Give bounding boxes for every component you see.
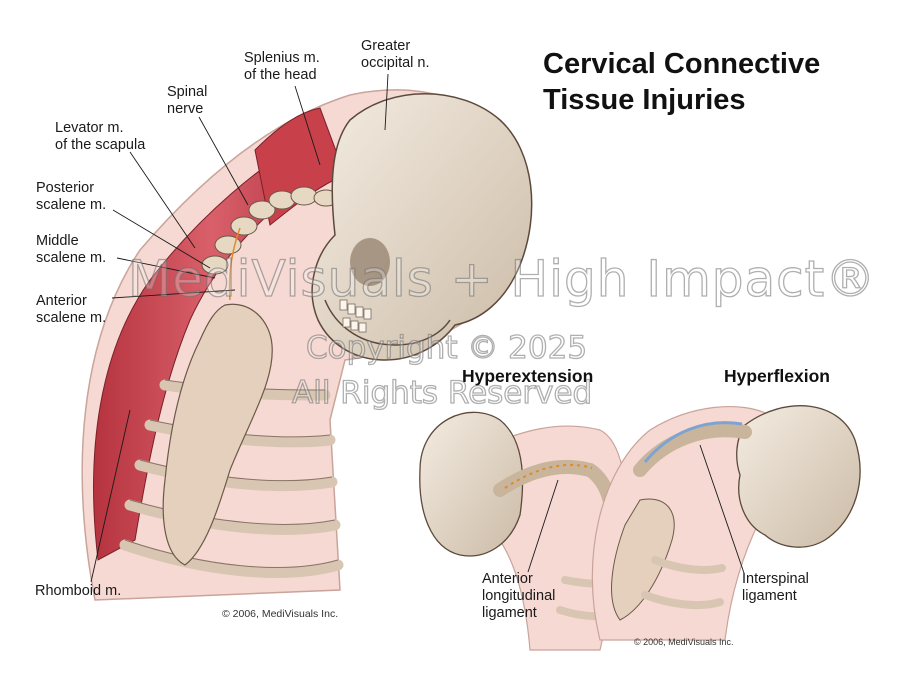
- title-line-1: Cervical Connective: [543, 48, 821, 80]
- hyperflex-scapula: [611, 498, 675, 621]
- hyperflex-skull: [736, 405, 861, 548]
- hyperext-spine-nerves: [504, 464, 593, 489]
- subhead-hyperflexion: Hyperflexion: [724, 366, 830, 386]
- diagram-title: Cervical Connective Tissue Injuries: [543, 46, 820, 118]
- skull: [311, 93, 533, 361]
- label-splenius: Splenius m. of the head: [244, 50, 320, 83]
- watermark-line-3: All Rights Reserved: [291, 374, 593, 411]
- label-anterior-scalene: Anterior scalene m.: [36, 293, 107, 326]
- watermark-line-1: MediVisuals + High Impact®: [127, 249, 877, 308]
- hyperflexion-figure: [591, 405, 861, 641]
- copyright-inset: © 2006, MediVisuals Inc.: [634, 637, 734, 647]
- jaw: [324, 299, 451, 346]
- hyperflex-spine: [633, 423, 752, 477]
- label-rhomboid: Rhomboid m.: [35, 583, 122, 599]
- label-interspinal-ligament: Interspinal ligament: [742, 571, 809, 604]
- copyright-main: © 2006, MediVisuals Inc.: [222, 608, 339, 620]
- main-figure: [81, 89, 533, 601]
- label-anterior-longitudinal-ligament: Anterior longitudinal ligament: [482, 571, 556, 621]
- hyperflex-ribs: [641, 556, 726, 610]
- teeth: [339, 299, 372, 333]
- label-middle-scalene: Middle scalene m.: [36, 233, 107, 266]
- title-line-2: Tissue Injuries: [543, 84, 746, 116]
- label-greater-occipital: Greater occipital n.: [361, 38, 430, 71]
- hyperext-skull: [419, 411, 524, 557]
- leader-lines: [90, 73, 745, 583]
- label-spinal-nerve: Spinal nerve: [167, 84, 208, 117]
- hyperflex-ligament: [643, 421, 743, 463]
- scapula: [162, 303, 273, 566]
- label-posterior-scalene: Posterior scalene m.: [36, 180, 107, 213]
- eye-orbit: [350, 238, 390, 286]
- watermark-line-2: Copyright © 2025: [305, 329, 588, 366]
- subhead-hyperextension: Hyperextension: [462, 366, 594, 386]
- cervical-spine: [201, 186, 339, 275]
- label-levator: Levator m. of the scapula: [55, 120, 146, 153]
